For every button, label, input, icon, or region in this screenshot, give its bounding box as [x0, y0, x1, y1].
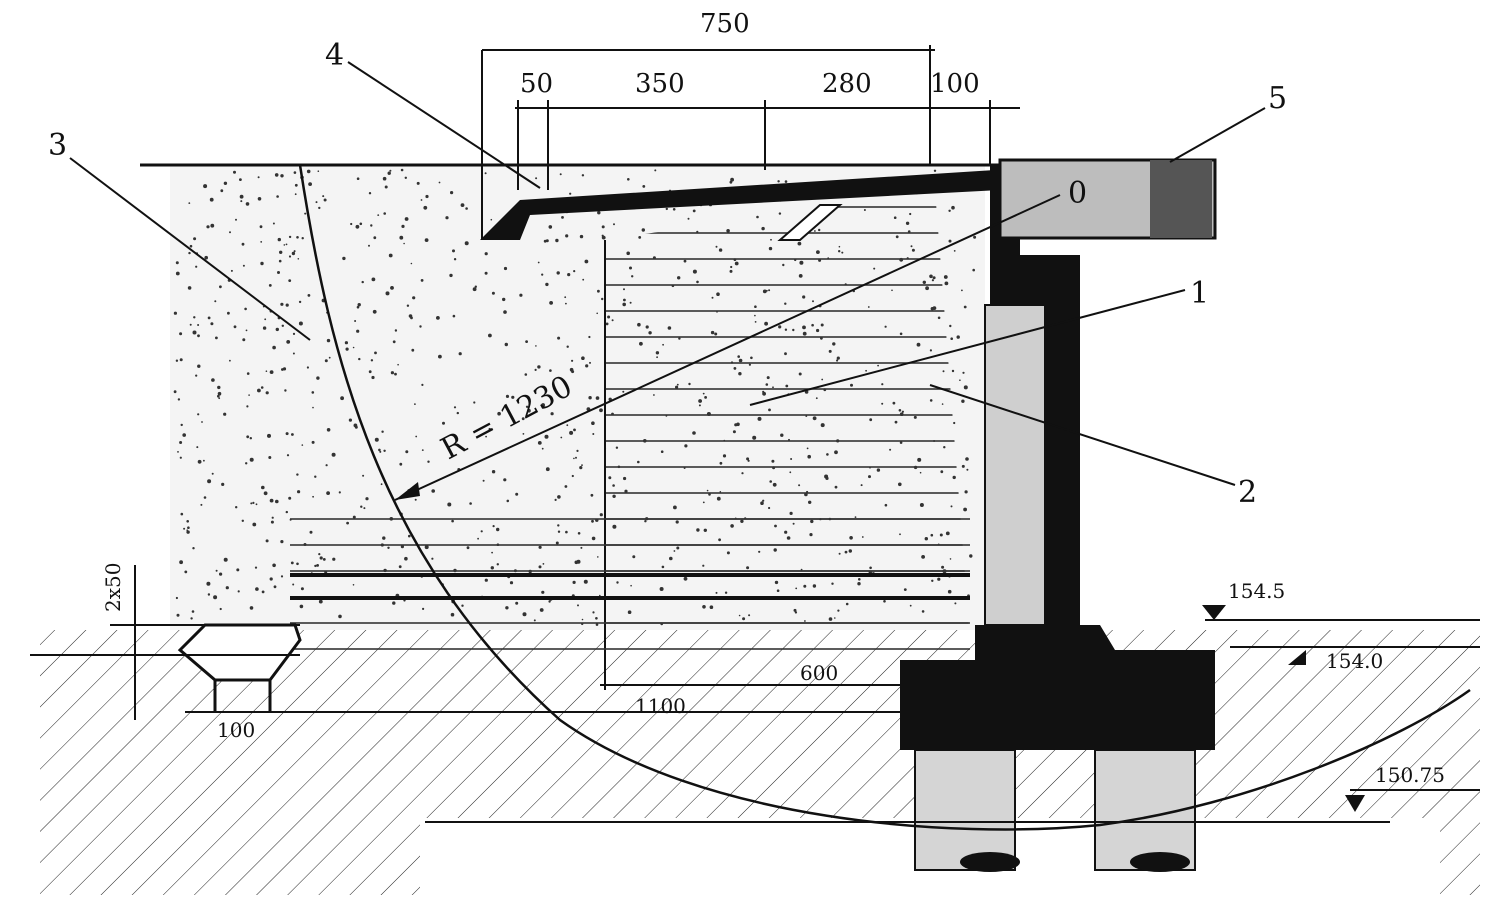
callout-3: 3 — [48, 128, 67, 163]
elevation-markers — [1202, 605, 1365, 812]
dim-1100: 1100 — [635, 694, 686, 718]
callout-5: 5 — [1268, 81, 1287, 116]
callout-1: 1 — [1190, 276, 1209, 311]
cap-beam — [998, 158, 1217, 240]
elevation-150-75: 150.75 — [1375, 763, 1445, 787]
dim-100-top: 100 — [930, 69, 980, 99]
relieving-slab — [140, 163, 1000, 241]
dim-50: 50 — [520, 69, 553, 99]
dim-100-drain: 100 — [217, 718, 255, 742]
wall-stem — [984, 165, 1080, 640]
dim-280: 280 — [822, 69, 872, 99]
dim-350: 350 — [635, 69, 685, 99]
elevation-154-5: 154.5 — [1228, 579, 1285, 603]
dimension-lines — [30, 45, 1480, 823]
dim-750: 750 — [700, 9, 750, 39]
reinforced-zone-lower — [290, 515, 970, 660]
callout-4: 4 — [325, 38, 344, 73]
dim-2x50: 2x50 — [101, 563, 125, 612]
slip-center-label: 0 — [1068, 176, 1087, 211]
callout-2: 2 — [1238, 475, 1257, 510]
slip-circle — [298, 164, 1471, 831]
elevation-154-0: 154.0 — [1326, 649, 1383, 673]
pile-cap-foundation — [900, 625, 1215, 750]
dim-600: 600 — [800, 661, 838, 685]
leader-lines — [69, 61, 1266, 486]
